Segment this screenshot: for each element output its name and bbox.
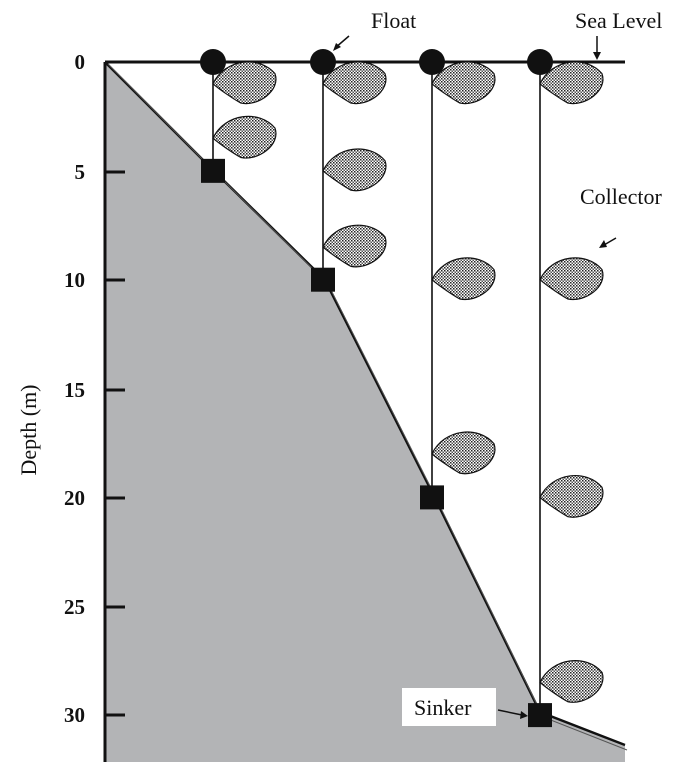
sinker-label-box [402,688,496,726]
collector-shape [431,431,496,475]
sinker-label: Sinker [414,695,472,720]
float-marker [200,49,226,75]
collector-arrowhead [599,240,607,248]
sinker-arrow [497,709,523,716]
float-arrowhead [333,43,341,51]
float-marker [527,49,553,75]
collector-shape [539,475,604,518]
y-tick-label: 0 [75,50,86,74]
float-marker [419,49,445,75]
sinker-arrowhead [520,711,528,719]
float-label: Float [371,8,416,33]
collector-shape [212,115,277,159]
collector-shape [431,61,496,105]
collector-shape [322,224,387,268]
collector-shape [539,61,604,105]
y-tick-label: 15 [64,378,85,402]
y-tick-label: 30 [64,703,85,727]
y-tick-label: 5 [75,160,86,184]
collector-arrow [603,237,617,246]
y-tick-label: 10 [64,268,85,292]
y-tick-labels: 0 5 10 15 20 25 30 [64,50,85,727]
sea-level-arrowhead [593,52,601,60]
y-axis-title: Depth (m) [16,384,41,475]
collector-shape [539,660,604,703]
seabed [105,62,625,762]
sinker-block [420,485,444,510]
float-marker [310,49,336,75]
sinker-block [311,267,335,292]
y-tick-label: 25 [64,595,85,619]
seabed-edge-shadow [107,63,628,751]
collector-label: Collector [580,184,663,209]
sinker-block [528,703,552,728]
y-tick-label: 20 [64,486,85,510]
collector-shape [431,257,496,301]
collector-shape [212,61,277,105]
y-ticks [105,60,125,717]
sea-level-label: Sea Level [575,8,662,33]
collector-shape [539,257,604,301]
collector-shape [322,61,387,105]
moorings [200,49,604,728]
collector-shape [322,148,387,192]
sinker-block [201,158,225,183]
